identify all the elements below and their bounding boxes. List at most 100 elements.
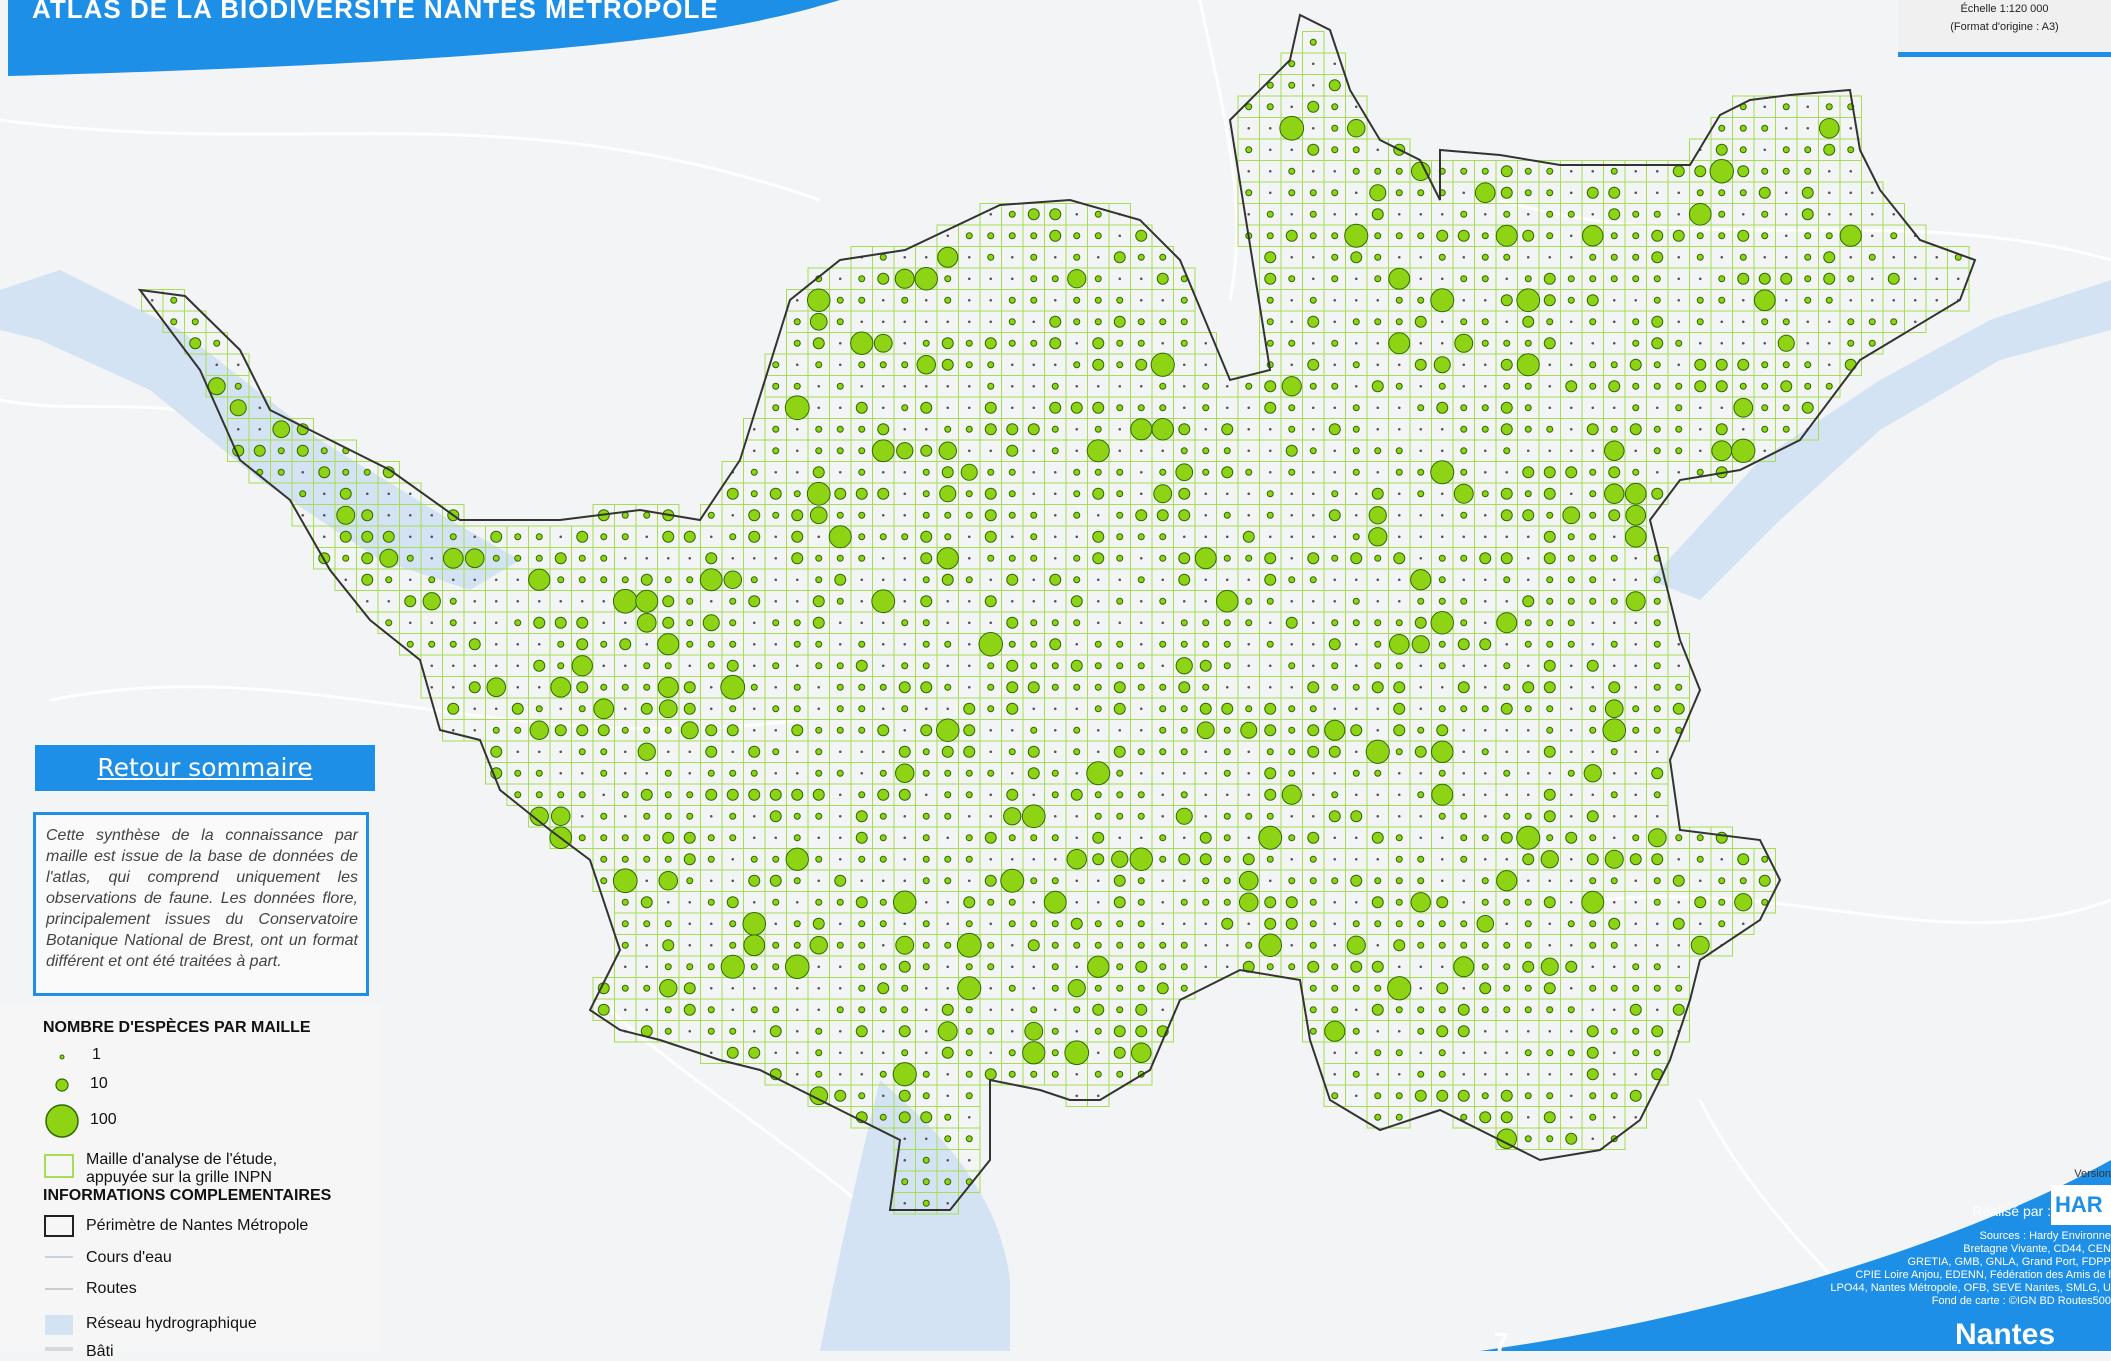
species-circle bbox=[1604, 849, 1624, 869]
species-circle bbox=[1245, 705, 1253, 713]
species-circle bbox=[1118, 728, 1122, 732]
species-circle bbox=[430, 685, 434, 689]
species-circle bbox=[895, 763, 915, 783]
species-circle bbox=[984, 401, 997, 414]
species-circle bbox=[576, 638, 589, 651]
species-circle bbox=[1395, 662, 1403, 670]
species-circle bbox=[1567, 576, 1575, 584]
species-circle bbox=[1266, 640, 1274, 648]
species-circle bbox=[729, 1027, 737, 1035]
species-circle bbox=[683, 681, 696, 694]
species-circle bbox=[1030, 834, 1038, 842]
species-circle bbox=[1135, 358, 1148, 371]
species-circle bbox=[1354, 1051, 1358, 1055]
species-circle bbox=[1049, 337, 1062, 350]
species-circle bbox=[363, 468, 371, 476]
species-circle bbox=[1677, 255, 1681, 259]
species-circle bbox=[1030, 554, 1038, 562]
species-circle bbox=[1569, 857, 1573, 861]
species-circle bbox=[1870, 191, 1874, 195]
species-circle bbox=[1546, 425, 1554, 433]
retour-sommaire-link[interactable]: Retour sommaire bbox=[35, 745, 375, 791]
species-circle bbox=[1436, 724, 1449, 737]
species-circle bbox=[1307, 552, 1320, 565]
species-circle bbox=[1462, 298, 1466, 302]
species-circle bbox=[1022, 1041, 1046, 1065]
species-circle bbox=[1546, 1049, 1554, 1057]
species-circle bbox=[1653, 382, 1661, 390]
species-circle bbox=[944, 1113, 952, 1121]
species-circle bbox=[1311, 169, 1315, 173]
species-circle bbox=[989, 578, 993, 582]
species-circle bbox=[793, 920, 801, 928]
species-circle bbox=[1505, 642, 1509, 646]
species-circle bbox=[1608, 186, 1621, 199]
species-circle bbox=[729, 619, 737, 627]
species-circle bbox=[1182, 406, 1186, 410]
species-circle bbox=[1333, 707, 1337, 711]
species-circle bbox=[1354, 900, 1358, 904]
species-circle bbox=[1204, 965, 1208, 969]
species-circle bbox=[1008, 210, 1016, 218]
species-circle bbox=[903, 341, 907, 345]
species-circle bbox=[1094, 468, 1102, 476]
species-circle bbox=[1242, 853, 1255, 866]
species-circle bbox=[1245, 597, 1253, 605]
species-circle bbox=[922, 855, 930, 863]
species-circle bbox=[404, 595, 417, 608]
species-circle bbox=[881, 578, 885, 582]
species-circle bbox=[858, 296, 866, 304]
species-circle bbox=[1006, 573, 1019, 586]
species-circle bbox=[1215, 589, 1239, 613]
species-circle bbox=[1696, 296, 1704, 304]
species-circle bbox=[1328, 423, 1341, 436]
species-circle bbox=[1352, 1027, 1360, 1035]
species-circle bbox=[1548, 363, 1552, 367]
species-circle bbox=[688, 922, 692, 926]
species-circle bbox=[987, 1027, 995, 1035]
species-circle bbox=[1159, 597, 1167, 605]
species-circle bbox=[1354, 707, 1358, 711]
species-circle bbox=[731, 986, 735, 990]
species-circle bbox=[1116, 769, 1124, 777]
species-circle bbox=[1397, 363, 1401, 367]
species-circle bbox=[871, 589, 896, 614]
species-circle bbox=[1847, 275, 1855, 283]
species-circle bbox=[1030, 339, 1038, 347]
species-circle bbox=[1008, 511, 1016, 519]
species-circle bbox=[1503, 253, 1511, 261]
species-circle bbox=[1758, 272, 1771, 285]
species-circle bbox=[1505, 1072, 1509, 1076]
species-circle bbox=[1352, 533, 1360, 541]
species-circle bbox=[1780, 272, 1793, 285]
species-circle bbox=[1524, 382, 1532, 390]
species-circle bbox=[1677, 298, 1681, 302]
species-circle bbox=[1393, 681, 1406, 694]
species-circle bbox=[1376, 470, 1380, 474]
species-circle bbox=[1849, 191, 1853, 195]
species-circle bbox=[1010, 535, 1014, 539]
species-circle bbox=[578, 554, 586, 562]
species-circle bbox=[1346, 118, 1366, 138]
species-circle bbox=[1438, 1070, 1446, 1078]
species-circle bbox=[965, 425, 973, 433]
species-circle bbox=[1175, 657, 1193, 675]
species-circle bbox=[1483, 1072, 1487, 1076]
species-circle bbox=[494, 664, 498, 668]
species-circle bbox=[1763, 148, 1767, 152]
species-circle bbox=[1720, 255, 1724, 259]
species-circle bbox=[1376, 814, 1380, 818]
species-circle bbox=[1632, 468, 1640, 476]
species-circle bbox=[636, 612, 657, 633]
species-circle bbox=[1159, 748, 1167, 756]
species-circle bbox=[1311, 771, 1315, 775]
species-circle bbox=[1290, 363, 1294, 367]
species-circle bbox=[815, 425, 823, 433]
species-circle bbox=[1096, 900, 1100, 904]
species-circle bbox=[1586, 186, 1599, 199]
species-circle bbox=[989, 1051, 993, 1055]
species-circle bbox=[1548, 384, 1552, 388]
species-circle bbox=[1075, 900, 1079, 904]
species-circle bbox=[1376, 341, 1380, 345]
species-circle bbox=[815, 1070, 823, 1078]
